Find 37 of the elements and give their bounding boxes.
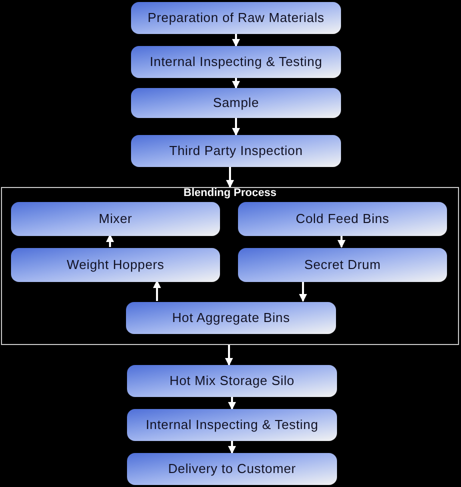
group-frame — [1, 187, 459, 345]
arrow — [106, 234, 114, 247]
step-label: Hot Mix Storage Silo — [170, 372, 294, 390]
step-label: Secret Drum — [304, 256, 381, 274]
group-title: Blending Process — [182, 188, 278, 199]
arrow — [153, 280, 161, 301]
process-box — [238, 202, 447, 236]
arrow — [299, 281, 307, 302]
process-box — [127, 453, 337, 485]
process-box — [127, 409, 337, 441]
step-label: Delivery to Customer — [168, 460, 296, 478]
step-label: Third Party Inspection — [169, 142, 303, 160]
process-box — [131, 46, 341, 78]
arrow — [226, 167, 234, 188]
step-label: Sample — [212, 94, 260, 112]
step-label: Internal Inspecting & Testing — [150, 53, 322, 72]
process-box — [127, 365, 337, 397]
process-box — [126, 302, 336, 334]
step-label: Cold Feed Bins — [296, 210, 390, 228]
step-label: Hot Aggregate Bins — [172, 309, 290, 328]
arrow — [232, 78, 240, 89]
arrow — [228, 397, 236, 410]
process-box — [238, 248, 447, 282]
arrow — [232, 118, 240, 136]
process-box — [131, 135, 341, 167]
arrow — [338, 235, 346, 248]
step-label: Internal Inspecting & Testing — [146, 416, 318, 434]
arrow — [232, 34, 240, 47]
step-label: Preparation of Raw Materials — [148, 9, 324, 28]
process-box — [131, 2, 341, 34]
step-label: Mixer — [98, 210, 132, 228]
process-box — [131, 88, 341, 118]
process-box — [11, 202, 220, 236]
arrow — [228, 441, 236, 454]
arrow — [225, 345, 233, 366]
step-label: Weight Hoppers — [66, 256, 164, 274]
process-box — [11, 248, 220, 282]
